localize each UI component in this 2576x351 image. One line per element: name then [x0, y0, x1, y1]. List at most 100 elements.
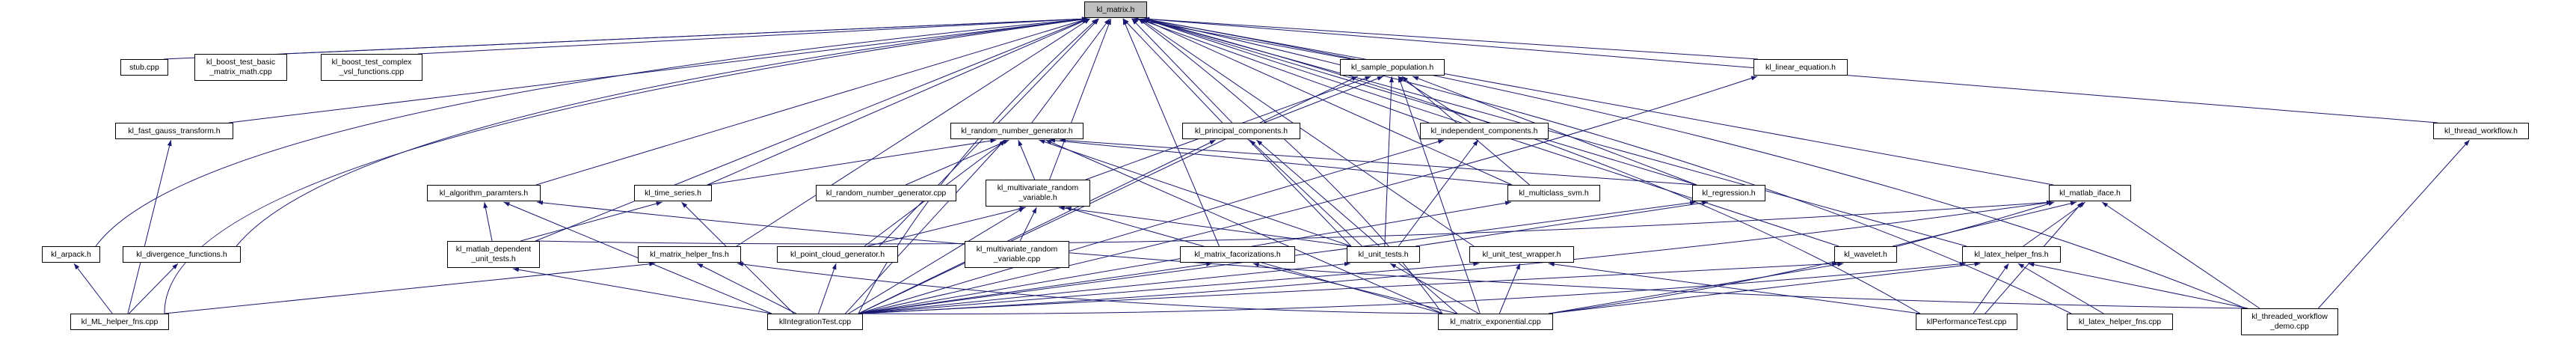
graph-node-ml-helper-cpp[interactable]: kl_ML_helper_fns.cpp — [70, 314, 169, 330]
graph-node-fast-gauss[interactable]: kl_fast_gauss_transform.h — [115, 123, 233, 139]
graph-node-factorizations[interactable]: kl_matrix_facorizations.h — [1180, 246, 1295, 263]
graph-node-unit-tests[interactable]: kl_unit_tests.h — [1347, 246, 1420, 263]
edge-regression-to-rng-h — [1060, 138, 1697, 186]
node-label: kl_fast_gauss_transform.h — [128, 126, 221, 135]
edge-boost-basic-to-matrix — [282, 16, 1089, 55]
edge-divergence-to-matrix — [236, 17, 1089, 247]
edge-integration-cpp-to-unit-tests — [858, 261, 1351, 314]
edge-threaded-demo-cpp-to-matlab-iface — [2101, 201, 2260, 309]
edge-integration-cpp-to-point-cloud — [818, 263, 837, 314]
graph-node-regression[interactable]: kl_regression.h — [1692, 185, 1765, 201]
edge-mvrv-cpp-to-mvrv-h — [1019, 207, 1037, 242]
node-label: kl_principal_components.h — [1194, 126, 1288, 135]
graph-node-utw[interactable]: kl_unit_test_wrapper.h — [1469, 246, 1574, 263]
node-label: kl_wavelet.h — [1844, 249, 1887, 259]
edge-integration-cpp-to-factorizations — [858, 262, 1213, 314]
edge-point-cloud-to-mvrv-h — [867, 206, 1027, 247]
edge-integration-cpp-to-mvrv-h — [848, 207, 1025, 314]
graph-node-wavelet[interactable]: kl_wavelet.h — [1834, 246, 1897, 263]
edge-matrix-exp-cpp-to-matlab-iface — [1548, 201, 2055, 314]
node-label: kl_point_cloud_generator.h — [790, 249, 885, 259]
edge-ml-helper-cpp-to-matrix — [164, 17, 1089, 314]
graph-node-stub[interactable]: stub.cpp — [120, 59, 168, 76]
edge-linear-eq-to-matrix — [1143, 16, 1759, 60]
node-label: _variable.cpp — [993, 254, 1041, 263]
edge-integration-cpp-to-linear-eq — [858, 76, 1758, 314]
edge-unit-tests-to-rng-h — [1039, 139, 1352, 247]
edge-matrix-exp-cpp-to-wavelet — [1548, 262, 1844, 314]
graph-node-linear-eq[interactable]: kl_linear_equation.h — [1753, 59, 1848, 76]
graph-node-mvrv-h[interactable]: kl_multivariate_random_variable.h — [986, 180, 1090, 207]
edge-independent-to-matrix — [1137, 18, 1430, 123]
node-label: _variable.h — [1018, 193, 1057, 202]
node-label: kl_matlab_iface.h — [2059, 188, 2121, 198]
graph-node-algo-params[interactable]: kl_algorithm_paramters.h — [427, 185, 541, 201]
graph-node-latex-cpp[interactable]: kl_latex_helper_fns.cpp — [2067, 314, 2173, 330]
node-label: _vsl_functions.cpp — [339, 67, 405, 76]
edge-matrix-exp-cpp-to-principal — [1256, 139, 1458, 314]
graph-node-threaded-demo-cpp[interactable]: kl_threaded_workflow_demo.cpp — [2241, 308, 2338, 335]
graph-node-matlab-iface[interactable]: kl_matlab_iface.h — [2049, 185, 2131, 201]
edge-integration-cpp-to-rng-h — [845, 139, 1006, 314]
graph-node-arpack[interactable]: kl_arpack.h — [42, 246, 100, 263]
edge-svm-to-matrix — [1141, 18, 1513, 186]
graph-node-time-series[interactable]: kl_time_series.h — [634, 185, 712, 201]
graph-node-rng-cpp[interactable]: kl_random_number_generator.cpp — [816, 185, 956, 201]
edge-rng-h-to-matrix — [1031, 18, 1110, 123]
edge-principal-to-matrix — [1122, 18, 1223, 123]
graph-node-principal[interactable]: kl_principal_components.h — [1182, 123, 1300, 139]
graph-node-sample-pop[interactable]: kl_sample_population.h — [1340, 59, 1445, 76]
graph-node-matrix-exp-cpp[interactable]: kl_matrix_exponential.cpp — [1438, 314, 1553, 330]
graph-node-boost-basic[interactable]: kl_boost_test_basic_matrix_math.cpp — [194, 54, 287, 81]
edge-integration-cpp-to-matlab-iface — [858, 201, 2053, 314]
edge-matrix-exp-cpp-to-matrix — [1138, 18, 1443, 314]
edge-utw-to-matrix — [1140, 18, 1475, 247]
graph-node-divergence[interactable]: kl_divergence_functions.h — [123, 246, 241, 263]
edge-mvrv-h-to-rng-h — [1018, 139, 1036, 180]
graph-node-independent[interactable]: kl_independent_components.h — [1420, 123, 1549, 139]
graph-node-boost-complex[interactable]: kl_boost_test_complex_vsl_functions.cpp — [321, 54, 422, 81]
edge-matlab-dut-to-time-series — [520, 201, 663, 242]
node-label: kl_time_series.h — [645, 188, 701, 198]
edge-rng-cpp-to-rng-h — [906, 139, 1009, 186]
edge-unit-tests-to-independent — [1398, 139, 1479, 247]
edge-ml-helper-cpp-to-matrix-helper — [164, 261, 656, 314]
node-label: kl_sample_population.h — [1350, 62, 1434, 72]
graph-node-svm[interactable]: kl_multiclass_svm.h — [1507, 185, 1600, 201]
edge-unit-tests-to-regression — [1415, 201, 1709, 247]
graph-node-thread-wf[interactable]: kl_thread_workflow.h — [2433, 123, 2529, 139]
node-label: kl_multiclass_svm.h — [1519, 188, 1589, 198]
edge-perf-cpp-to-latex-h — [1973, 263, 2009, 314]
edge-integration-cpp-to-utw — [858, 261, 1480, 314]
node-label: kl_threaded_workflow — [2251, 312, 2328, 321]
node-label: kl_independent_components.h — [1430, 126, 1538, 135]
edge-threaded-demo-cpp-to-algo-params — [536, 200, 2246, 309]
graph-node-matlab-dut[interactable]: kl_matlab_dependent_unit_tests.h — [447, 241, 540, 268]
edge-mvrv-h-to-matrix — [1049, 18, 1112, 180]
graph-node-matrix-helper[interactable]: kl_matrix_helper_fns.h — [638, 246, 741, 263]
node-label: stub.cpp — [129, 62, 159, 72]
edge-matlab-dut-to-matrix — [535, 18, 1089, 242]
edge-integration-cpp-to-matrix — [858, 18, 1098, 314]
edge-regression-to-matrix — [1143, 18, 1697, 186]
graph-node-latex-h[interactable]: kl_latex_helper_fns.h — [1962, 246, 2061, 263]
edge-threaded-demo-cpp-to-latex-h — [2028, 262, 2248, 309]
edge-matrix-exp-cpp-to-sample-pop — [1398, 76, 1481, 314]
graph-node-point-cloud[interactable]: kl_point_cloud_generator.h — [777, 246, 898, 263]
node-label: kl_algorithm_paramters.h — [439, 188, 529, 198]
graph-node-integration-cpp[interactable]: klIntegrationTest.cpp — [767, 314, 863, 330]
node-label: klPerformanceTest.cpp — [1926, 317, 2007, 326]
edge-ml-helper-cpp-to-arpack — [73, 263, 113, 314]
node-label: kl_linear_equation.h — [1765, 62, 1836, 72]
graph-node-rng-h[interactable]: kl_random_number_generator.h — [950, 123, 1083, 139]
edge-integration-cpp-to-independent — [858, 139, 1445, 314]
edge-fast-gauss-to-matrix — [228, 16, 1089, 123]
node-label: kl_boost_test_complex — [331, 58, 412, 67]
edge-integration-cpp-to-matrix-helper — [696, 263, 797, 314]
edge-ml-helper-cpp-to-divergence — [129, 263, 179, 314]
graph-node-perf-cpp[interactable]: klPerformanceTest.cpp — [1916, 314, 2017, 330]
edge-time-series-to-matrix — [707, 18, 1089, 186]
graph-node-mvrv-cpp[interactable]: kl_multivariate_random_variable.cpp — [965, 241, 1069, 268]
node-label: kl_latex_helper_fns.cpp — [2078, 317, 2162, 326]
